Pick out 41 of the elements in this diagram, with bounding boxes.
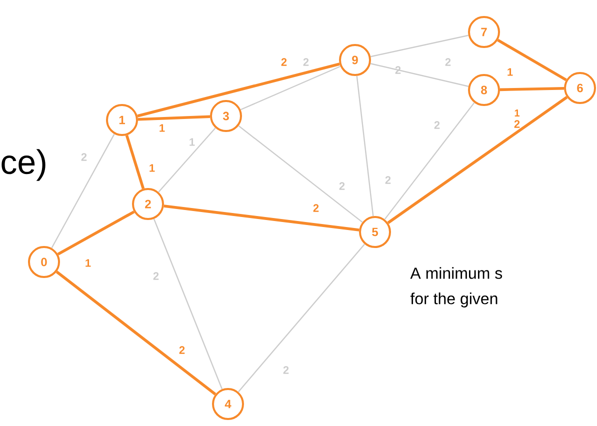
edge-label: 2 (313, 204, 319, 212)
graph-node: 5 (359, 216, 391, 248)
edge-label: 2 (179, 346, 185, 354)
edge-line (51, 134, 115, 248)
edge-line (387, 96, 568, 224)
edge-line (57, 210, 135, 256)
edge-line (497, 38, 567, 82)
graph-node: 4 (212, 388, 244, 420)
graph-node: 6 (564, 72, 596, 104)
edge-label: 1 (86, 259, 91, 267)
edge-line (137, 62, 340, 118)
graph-node: 0 (28, 246, 60, 278)
edge-label: 2 (281, 58, 287, 66)
edge-line (370, 34, 468, 58)
weight-number: 1 (514, 110, 520, 116)
edge-line (370, 63, 469, 87)
edge-label: 1 (160, 124, 165, 132)
edge-line (384, 102, 475, 220)
edge-line (158, 128, 216, 192)
graph-node: 2 (132, 188, 164, 220)
graph-node: 8 (468, 74, 500, 106)
graph-node: 7 (468, 16, 500, 48)
edge-line (138, 115, 210, 121)
edge-line (125, 134, 145, 190)
slide-text: A minimum s (410, 267, 502, 279)
edge-label: 1 (150, 164, 155, 172)
graph-node: 9 (339, 44, 371, 76)
edge-line (164, 204, 360, 232)
edge-label: 1 (508, 68, 513, 76)
slide-text: ce) (2, 149, 46, 181)
edge-line (153, 218, 223, 390)
slide-text: for the given (410, 292, 498, 308)
edge-line (238, 125, 363, 223)
edge-line (238, 244, 366, 392)
edge-line (56, 270, 216, 396)
graph-node: 1 (106, 104, 138, 136)
edge-label: 2 (514, 120, 520, 128)
edge-line (500, 86, 564, 92)
edge-line (240, 66, 341, 110)
graph-node: 3 (210, 100, 242, 132)
edge-line (356, 76, 374, 216)
